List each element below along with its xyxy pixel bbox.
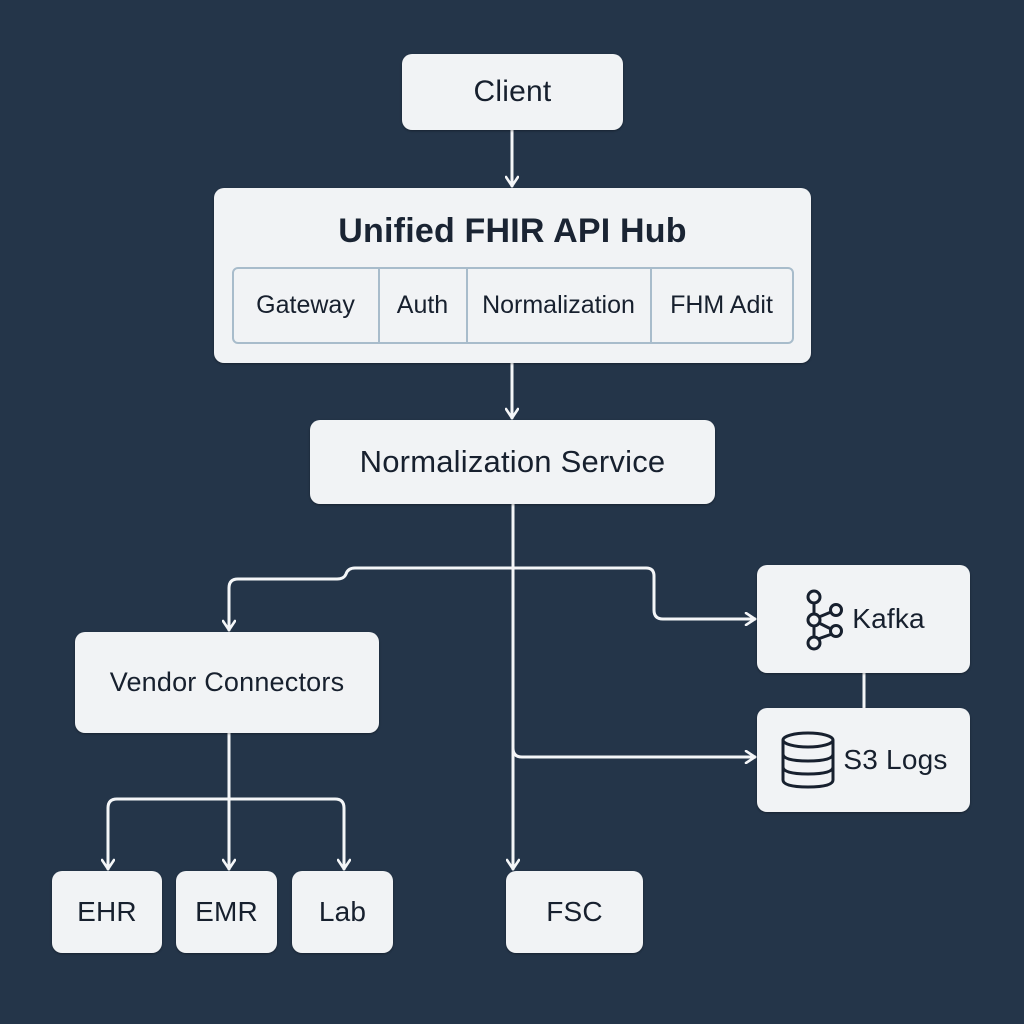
s3-logs-node[interactable]: S3 Logs — [757, 708, 970, 812]
vendor-connectors-label: Vendor Connectors — [109, 667, 345, 697]
lab-node[interactable]: Lab — [292, 871, 393, 953]
ehr-label: EHR — [77, 896, 137, 927]
edge-normalization-to-vendor — [229, 566, 515, 632]
client-node[interactable]: Client — [402, 54, 623, 130]
lab-label: Lab — [318, 896, 367, 927]
kafka-label: Kafka — [852, 603, 925, 634]
client-label: Client — [473, 75, 552, 108]
module-fhm-adit[interactable]: FHM Adit — [670, 291, 773, 319]
module-gateway[interactable]: Gateway — [234, 269, 380, 342]
hub-title: Unified FHIR API Hub — [338, 212, 687, 250]
ehr-node[interactable]: EHR — [52, 871, 162, 953]
fsc-node[interactable]: FSC — [506, 871, 643, 953]
normalization-service-node[interactable]: Normalization Service — [310, 420, 715, 504]
edge-vendor-to-lab — [227, 797, 344, 871]
fhir-api-hub-node[interactable]: Unified FHIR API Hub Gateway Auth Normal… — [214, 188, 811, 363]
kafka-node[interactable]: Kafka — [757, 565, 970, 673]
fsc-label: FSC — [546, 896, 603, 927]
emr-node[interactable]: EMR — [176, 871, 277, 953]
module-auth[interactable]: Auth — [380, 269, 468, 342]
module-normalization[interactable]: Normalization — [468, 269, 652, 342]
normalization-service-label: Normalization Service — [359, 444, 666, 479]
edge-normalization-to-s3 — [511, 746, 757, 757]
edge-normalization-to-kafka — [511, 566, 757, 619]
kafka-icon — [802, 587, 846, 651]
edge-vendor-to-ehr — [108, 797, 231, 871]
emr-label: EMR — [195, 896, 258, 927]
hub-modules: Gateway Auth Normalization FHM Adit — [231, 267, 794, 344]
database-icon — [779, 730, 837, 790]
s3-logs-label: S3 Logs — [843, 744, 948, 775]
vendor-connectors-node[interactable]: Vendor Connectors — [75, 632, 379, 733]
